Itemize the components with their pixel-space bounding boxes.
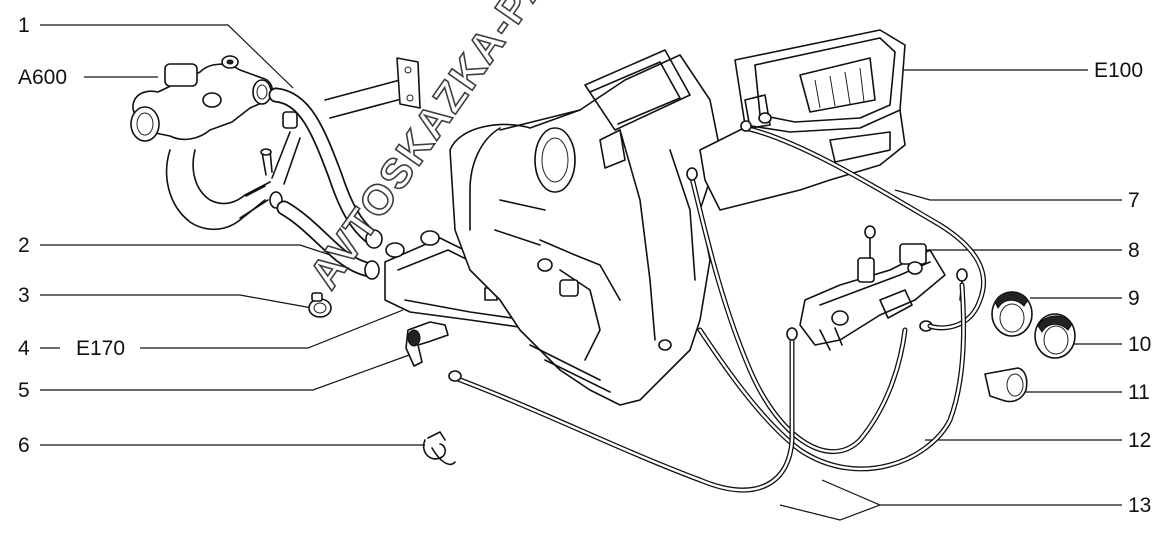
callout-A600: A600 [18, 66, 68, 89]
leader-7 [894, 189, 1122, 201]
coolant-outlet-housing [130, 55, 301, 231]
callout-5: 5 [18, 379, 30, 402]
callout-4: 4 [18, 337, 30, 360]
cable-clip [422, 431, 456, 466]
callout-7: 7 [1128, 189, 1140, 212]
callout-E170: E170 [76, 337, 126, 360]
leader-E170 [140, 309, 404, 349]
callout-6: 6 [18, 434, 30, 457]
leader-lines [40, 24, 1122, 521]
callout-9: 9 [1128, 287, 1140, 310]
leader-13 [821, 479, 1122, 506]
leader-1 [40, 24, 294, 89]
air-duct [699, 29, 906, 211]
callout-1: 1 [18, 14, 30, 37]
leader-8 [909, 249, 1122, 259]
drain-tap [405, 321, 449, 367]
callout-11: 11 [1128, 381, 1150, 404]
callout-13: 13 [1128, 494, 1152, 517]
control-knobs [984, 291, 1076, 403]
heater-control-unit [799, 225, 968, 351]
heater-housing [449, 49, 721, 406]
callout-3: 3 [18, 284, 30, 307]
knob-11 [984, 367, 1028, 403]
leader-3 [40, 294, 313, 309]
coolant-pipe [324, 57, 421, 119]
callout-10: 10 [1128, 333, 1152, 356]
heater-hoses [268, 87, 383, 280]
callout-8: 8 [1128, 239, 1140, 262]
callout-E100: E100 [1094, 59, 1144, 82]
callout-2: 2 [18, 234, 30, 257]
control-cables [448, 120, 987, 493]
callout-12: 12 [1128, 429, 1152, 452]
leader-5 [40, 353, 413, 391]
hose-clamp [308, 292, 332, 318]
leader-13b [779, 504, 881, 521]
